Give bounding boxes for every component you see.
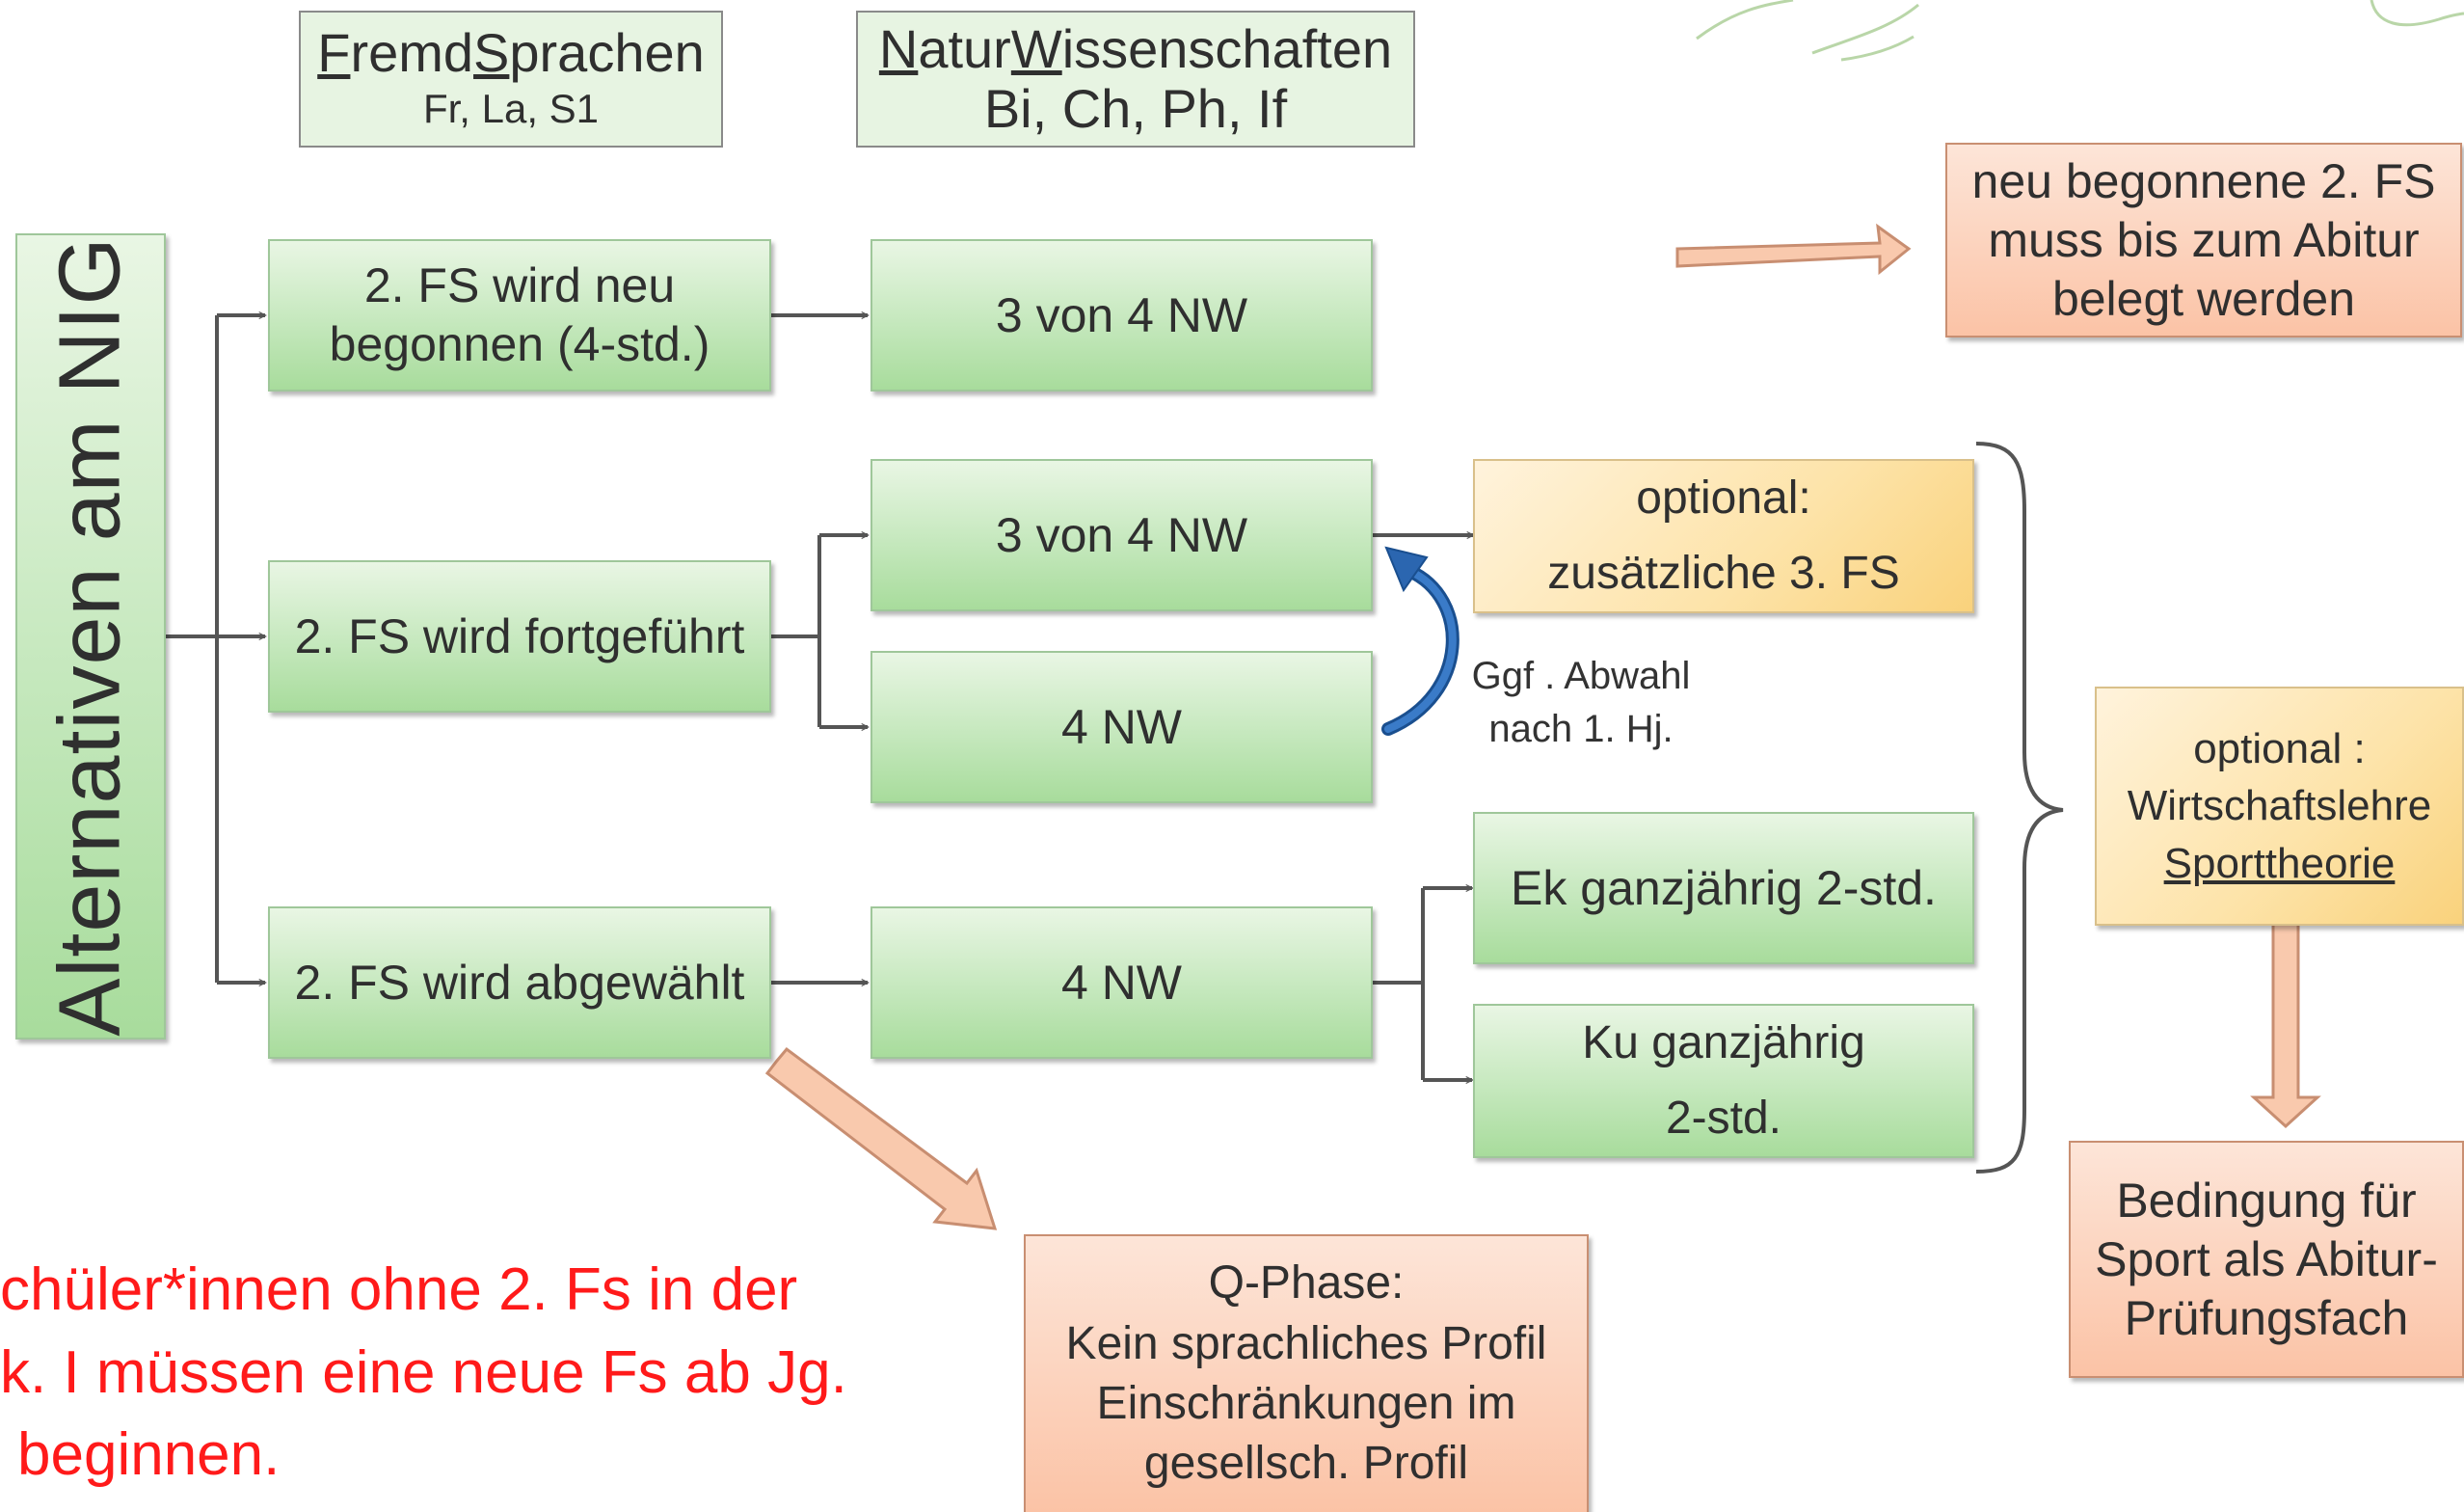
header-fs-rest: prachen xyxy=(509,21,705,83)
ku-line2: 2-std. xyxy=(1665,1092,1782,1144)
sport-condition-box: Bedingung für Sport als Abitur- Prüfungs… xyxy=(2069,1141,2464,1378)
abwahl-line1: Ggf . Abwahl xyxy=(1471,655,1691,697)
nw-row1-box: 3 von 4 NW xyxy=(870,239,1373,392)
optional-wl-line1: optional : xyxy=(2193,724,2366,772)
new-fs-line1: neu begonnene 2. FS xyxy=(1971,153,2436,208)
red-note-line3: beginnen. xyxy=(17,1421,281,1489)
optional-fs-line1: optional: xyxy=(1636,472,1811,524)
fs-new-box: 2. FS wird neu begonnen (4-std.) xyxy=(268,239,771,392)
nw-row1-label: 3 von 4 NW xyxy=(995,287,1248,342)
nw-row2b-label: 4 NW xyxy=(1061,699,1182,754)
nw-row2a-box: 3 von 4 NW xyxy=(870,459,1373,611)
sport-line3: Prüfungsfach xyxy=(2124,1290,2409,1345)
header-nw-rest: issenschaften xyxy=(1061,18,1393,80)
header-naturwissenschaften: NaturWissenschaften Bi, Ch, Ph, If xyxy=(856,11,1415,148)
optional-economics-box: optional : Wirtschaftslehre Sporttheorie xyxy=(2095,687,2464,926)
vertical-title: Alternativen am NIG xyxy=(41,236,139,1037)
new-fs-requirement-box: neu begonnene 2. FS muss bis zum Abitur … xyxy=(1945,143,2462,338)
fs-dropped-box: 2. FS wird abgewählt xyxy=(268,906,771,1059)
new-fs-line3: belegt werden xyxy=(2051,271,2356,326)
peach-arrow-down xyxy=(2250,897,2321,1129)
optional-wl-sporttheorie: Sporttheorie xyxy=(2163,839,2396,887)
red-note-line1: chüler*innen ohne 2. Fs in der xyxy=(0,1256,798,1323)
optional-wl-line2: Wirtschaftslehre xyxy=(2127,782,2432,830)
qphase-line1: Q-Phase: xyxy=(1208,1257,1405,1310)
header-fs-letter-s: S xyxy=(473,21,510,83)
sport-line2: Sport als Abitur- xyxy=(2095,1231,2438,1286)
ku-box: Ku ganzjährig 2-std. xyxy=(1473,1004,1974,1158)
optional-fs-line2: zusätzliche 3. FS xyxy=(1547,547,1900,599)
nw-row3-label: 4 NW xyxy=(1061,955,1182,1010)
red-note: chüler*innen ohne 2. Fs in der k. I müss… xyxy=(0,1249,847,1497)
new-fs-line2: muss bis zum Abitur xyxy=(1988,212,2420,267)
peach-arrow-diagonal xyxy=(764,1046,998,1230)
header-nw-subjects: Bi, Ch, Ph, If xyxy=(983,78,1288,139)
ku-line1: Ku ganzjährig xyxy=(1582,1016,1865,1068)
header-nw-letter-n: N xyxy=(878,18,919,80)
header-fs-subjects: Fr, La, S1 xyxy=(422,85,600,131)
decorative-sketch xyxy=(1696,0,2464,62)
header-fs-letter-f: F xyxy=(317,21,351,83)
nw-row2a-label: 3 von 4 NW xyxy=(995,507,1248,562)
abwahl-note: Ggf . Abwahl nach 1. Hj. xyxy=(1446,650,1716,756)
sport-line1: Bedingung für xyxy=(2116,1173,2417,1228)
optional-third-fs-box: optional: zusätzliche 3. FS xyxy=(1473,459,1974,613)
curved-arrow xyxy=(1381,546,1460,736)
red-note-line2: k. I müssen eine neue Fs ab Jg. xyxy=(0,1338,847,1406)
peach-arrow-right xyxy=(1675,223,1912,276)
qphase-line4: gesellsch. Profil xyxy=(1143,1438,1469,1490)
nw-row2b-box: 4 NW xyxy=(870,651,1373,803)
fs-dropped-label: 2. FS wird abgewählt xyxy=(294,955,745,1010)
header-nw-letter-w: W xyxy=(1010,18,1062,80)
ek-box: Ek ganzjährig 2-std. xyxy=(1473,812,1974,964)
brace xyxy=(1975,442,2064,1174)
vertical-title-box: Alternativen am NIG xyxy=(15,233,166,1040)
fs-continued-box: 2. FS wird fortgeführt xyxy=(268,560,771,713)
ek-label: Ek ganzjährig 2-std. xyxy=(1511,860,1937,915)
header-fremdsprachen: FremdSprachen Fr, La, S1 xyxy=(299,11,723,148)
header-fs-mid: remd xyxy=(350,21,474,83)
fs-continued-label: 2. FS wird fortgeführt xyxy=(294,608,745,663)
fs-new-line2: begonnen (4-std.) xyxy=(329,317,710,371)
q-phase-box: Q-Phase: Kein sprachliches Profil Einsch… xyxy=(1024,1234,1589,1512)
qphase-line3: Einschränkungen im xyxy=(1096,1378,1516,1429)
header-nw-mid: atur xyxy=(918,18,1011,80)
nw-row3-box: 4 NW xyxy=(870,906,1373,1059)
qphase-line2: Kein sprachliches Profil xyxy=(1065,1317,1547,1369)
abwahl-line2: nach 1. Hj. xyxy=(1488,708,1674,751)
fs-new-line1: 2. FS wird neu xyxy=(363,258,676,312)
